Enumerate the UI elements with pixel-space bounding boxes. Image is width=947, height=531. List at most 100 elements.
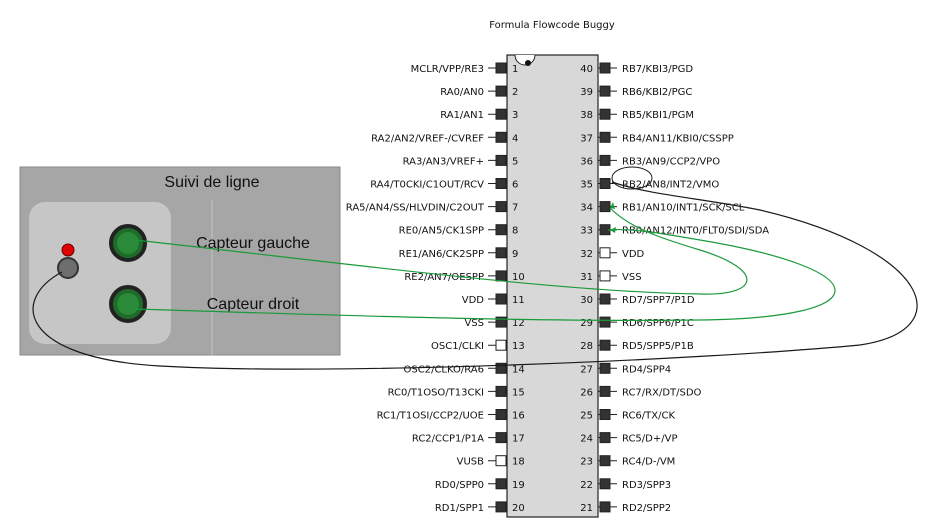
pin-pad	[599, 455, 611, 467]
pin-name: RD0/SPP0	[435, 480, 484, 491]
pin-name: RE1/AN6/CK2SPP	[399, 249, 484, 260]
wire-right-sensor	[134, 229, 836, 321]
pin-name: RA1/AN1	[440, 110, 484, 121]
pin-name: OSC1/CLKI	[431, 341, 484, 352]
pin-number: 21	[580, 503, 593, 514]
pin-pad	[599, 247, 611, 259]
pin-number: 4	[512, 133, 518, 144]
pin-number: 1	[512, 64, 518, 75]
wires	[32, 166, 918, 370]
pin-pad	[495, 478, 507, 490]
pin-pad	[599, 178, 611, 189]
pin-name: RD3/SPP3	[622, 480, 671, 491]
pin-number: 6	[512, 180, 518, 191]
pin-name: RB6/KBI2/PGC	[622, 87, 692, 98]
left-sensor-lens	[117, 232, 139, 254]
pin-pad	[495, 85, 507, 97]
pin-name: VSS	[464, 318, 484, 329]
pin-number: 12	[512, 318, 525, 329]
pin-pad	[495, 201, 507, 213]
pin-pad	[495, 154, 507, 166]
pin-number: 25	[580, 411, 593, 422]
right-sensor-lens	[117, 293, 139, 315]
pin-number: 9	[512, 249, 518, 260]
pin-pad	[599, 432, 611, 444]
pin-pad	[599, 501, 611, 513]
pin-name: VDD	[462, 295, 485, 306]
pin-pad	[495, 385, 507, 397]
pin-name: VUSB	[457, 457, 485, 468]
indicator-knob-icon	[57, 257, 79, 279]
pin-number: 8	[512, 226, 518, 237]
pin-name: RC4/D-/VM	[622, 457, 675, 468]
pin-pad	[599, 108, 611, 120]
pin-pad	[599, 409, 611, 420]
pin-name: MCLR/VPP/RE3	[411, 64, 484, 75]
pin-pad	[495, 62, 507, 74]
sensor-left-label: Capteur gauche	[196, 235, 310, 252]
red-led-icon	[61, 243, 75, 257]
pin-number: 22	[580, 480, 593, 491]
sensor-board	[29, 202, 171, 344]
pin-pad	[599, 362, 611, 374]
pin-number: 40	[580, 64, 593, 75]
pin-pad	[495, 247, 507, 259]
pin-number: 18	[512, 457, 525, 468]
pin-number: 11	[512, 295, 525, 306]
pin-pad	[495, 131, 507, 143]
pin-pad	[495, 362, 507, 374]
pin-pad	[599, 62, 611, 74]
pin1-dot-icon	[525, 60, 531, 66]
pin-pad	[495, 501, 507, 513]
pin-number: 13	[512, 341, 525, 352]
pin-pad	[599, 478, 611, 490]
pin-number: 20	[512, 503, 525, 514]
pin-name: VSS	[622, 272, 642, 283]
pin-name: RA4/T0CKI/C1OUT/RCV	[370, 180, 484, 191]
pin-name: RD1/SPP1	[435, 503, 484, 514]
pin-number: 34	[580, 203, 593, 214]
pin-name: RB1/AN10/INT1/SCK/SCL	[622, 203, 745, 214]
pin-name: RB7/KBI3/PGD	[622, 64, 693, 75]
pin-name: RD4/SPP4	[622, 364, 671, 375]
pin-name: VDD	[622, 249, 645, 260]
pin-number: 10	[512, 272, 525, 283]
pin-name: RA2/AN2/VREF-/CVREF	[371, 133, 484, 144]
pin-pad	[599, 131, 611, 143]
wire-indicator	[32, 181, 918, 370]
pin-number: 3	[512, 110, 518, 121]
pin-number: 7	[512, 203, 518, 214]
pin-pad	[495, 432, 507, 444]
pin-pad	[495, 293, 507, 305]
pin-number: 5	[512, 156, 518, 167]
sensor-right-label: Capteur droit	[207, 296, 300, 313]
pin-number: 36	[580, 156, 593, 167]
pin-number: 32	[580, 249, 593, 260]
pin-name: RD7/SPP7/P1D	[622, 295, 695, 306]
line-follower-panel: Suivi de ligne Capteur gauche Capteur dr…	[19, 166, 341, 356]
pin-name: RC7/RX/DT/SDO	[622, 387, 702, 398]
pin-pad	[599, 154, 611, 166]
wire-right-arrow-icon	[610, 227, 616, 233]
pin-pad	[599, 293, 611, 305]
pin-name: RA0/AN0	[440, 87, 484, 98]
pin-name: RA3/AN3/VREF+	[403, 156, 484, 167]
pin-pad	[599, 339, 611, 351]
pin-number: 33	[580, 226, 593, 237]
panel-title: Suivi de ligne	[164, 174, 259, 191]
wire-left-arrow-icon	[610, 202, 615, 209]
pin-name: RD6/SPP6/P1C	[622, 318, 694, 329]
pin-name: RC5/D+/VP	[622, 434, 677, 445]
pin-number: 14	[512, 364, 525, 375]
pin-pad	[495, 270, 507, 282]
pin-number: 26	[580, 387, 593, 398]
pin-number: 39	[580, 87, 593, 98]
wire-left-sensor	[134, 207, 748, 295]
pin-number: 31	[580, 272, 593, 283]
pin-name: RB0/AN12/INT0/FLT0/SDI/SDA	[622, 226, 769, 237]
pin-pad	[495, 178, 507, 189]
pin-pad	[599, 201, 611, 213]
